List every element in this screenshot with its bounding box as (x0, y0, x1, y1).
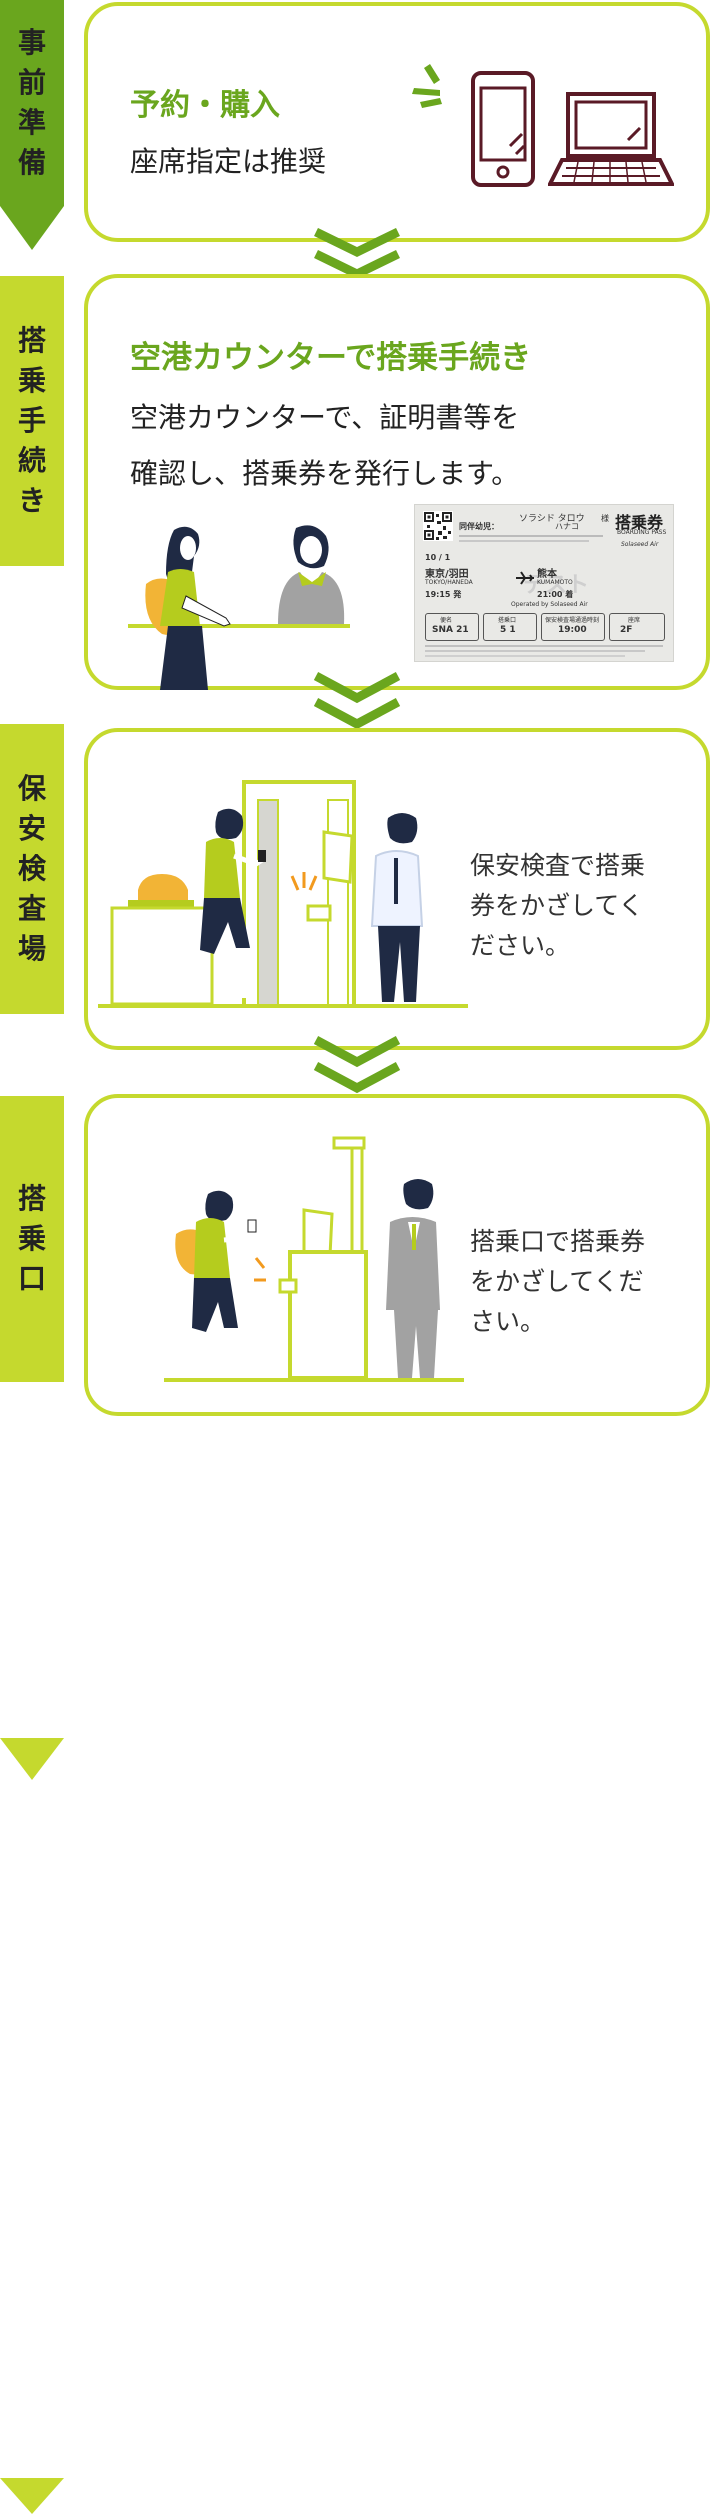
companion-label: 同伴幼児： (459, 522, 499, 531)
step-description-line-3: さい。 (470, 1307, 546, 1336)
step-description-line-2: 確認し、搭乗券を発行します。 (130, 457, 520, 490)
step-card-boarding-gate: 搭乗口で搭乗券 をかざしてくだ さい。 (84, 1094, 710, 1416)
check-in-counter-illustration (128, 525, 350, 690)
step-tag-label: 保 安 検 査 場 (0, 724, 64, 1014)
step-tag-arrow (0, 2478, 64, 2514)
sparkle-icon (412, 64, 442, 108)
step-tag-arrow (0, 1738, 64, 1780)
step-title: 予約・購入 (130, 88, 280, 123)
chevron-down-icon (313, 1036, 401, 1094)
chevron-down-icon (314, 228, 400, 280)
airline-logo: Solaseed Air (621, 541, 659, 548)
step-tag-label: 搭 乗 口 (0, 1096, 64, 1382)
step-title: 空港カウンターで搭乗手続き (130, 340, 532, 376)
pass-title: 搭乗券 (615, 513, 664, 532)
laptop-icon (548, 92, 674, 186)
seat-box: 座席 2F (609, 613, 665, 641)
boarding-gate-illustration (164, 1136, 464, 1382)
watermark: テスト (523, 573, 590, 598)
departure-time: 19:15 発 (425, 590, 462, 599)
origin-airport: 東京/羽田 (425, 569, 469, 580)
step-tag-label: 事 前 準 備 (0, 0, 64, 206)
step-description-line-2: をかざしてくだ (470, 1267, 644, 1296)
step-description-line-2: 券をかざしてく (470, 891, 644, 920)
step-description-line-1: 空港カウンターで、証明書等を (130, 401, 520, 434)
step-tag-arrow (0, 206, 64, 250)
step-card-security: 保安検査で搭乗 券をかざしてく ださい。 (84, 728, 710, 1050)
passenger-suffix: 様 (601, 514, 609, 523)
boarding-pass-image: ソラシド タロウ 様 同伴幼児： ハナコ 搭乗券 BOARDING PASS S… (414, 504, 674, 662)
passenger-name: ソラシド タロウ (519, 514, 585, 524)
qr-code-icon (423, 511, 453, 541)
pass-subtitle: BOARDING PASS (617, 529, 667, 536)
chevron-down-icon (313, 672, 401, 730)
destination-airport-en: KUMAMOTO (537, 579, 573, 586)
security-time-box: 保安検査場通過時刻 19:00 (541, 613, 605, 641)
step-card-preparation: 予約・購入 座席指定は推奨 (84, 2, 710, 242)
smartphone-icon (471, 71, 535, 187)
step-description-line-1: 保安検査で搭乗 (470, 851, 646, 880)
step-description-line-3: ださい。 (470, 931, 571, 960)
operated-by: Operated by Solaseed Air (511, 601, 588, 608)
airplane-icon (516, 571, 534, 585)
security-gate-illustration (98, 780, 468, 1008)
step-description: 座席指定は推奨 (130, 145, 327, 178)
flight-date: 10 / 1 (425, 553, 451, 562)
destination-airport: 熊本 (537, 569, 557, 580)
arrival-time: 21:00 着 (537, 590, 574, 599)
gate-box: 搭乗口 5 1 (483, 613, 537, 641)
step-tag-label: 搭 乗 手 続 き (0, 276, 64, 566)
companion-name: ハナコ (555, 522, 579, 531)
step-description-line-1: 搭乗口で搭乗券 (470, 1227, 646, 1256)
flight-box: 便名 SNA 21 (425, 613, 479, 641)
step-card-checkin: 空港カウンターで搭乗手続き 空港カウンターで、証明書等を 確認し、搭乗券を発行し… (84, 274, 710, 690)
origin-airport-en: TOKYO/HANEDA (425, 579, 473, 586)
